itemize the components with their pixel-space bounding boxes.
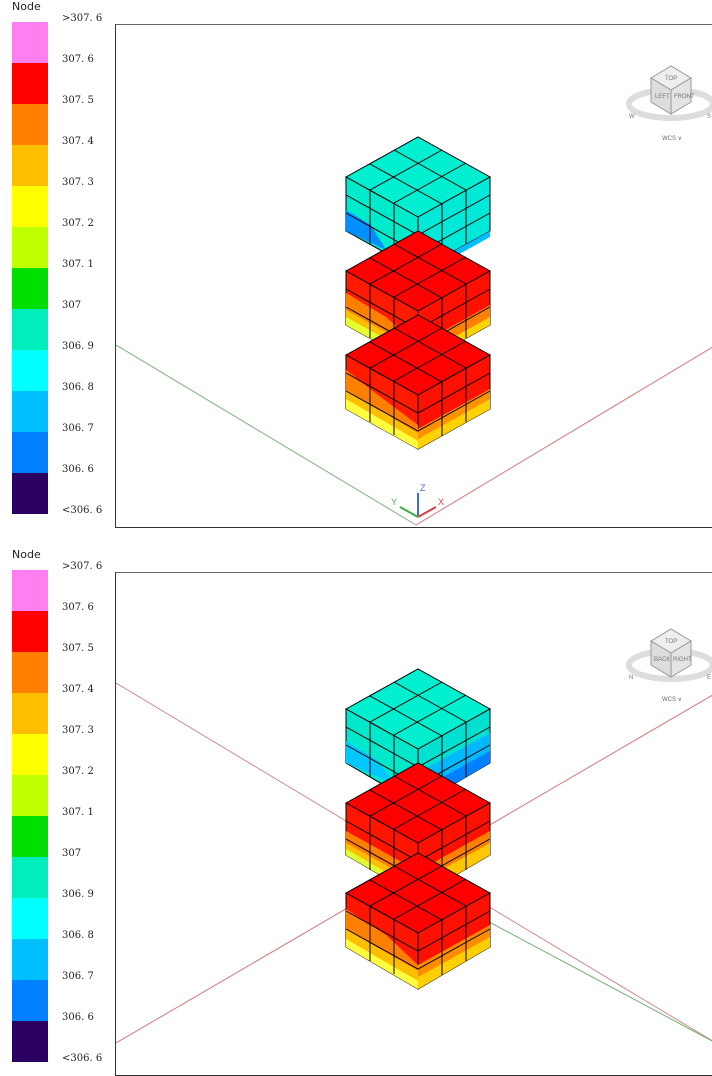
legend-tick-label: 307. 3	[62, 725, 94, 736]
wcs-menu: WCS ∨	[662, 136, 682, 142]
legend-tick-label: 306. 8	[62, 930, 94, 941]
legend-swatch	[12, 611, 48, 652]
legend-tick-label: 306. 9	[62, 341, 94, 352]
legend-tick-label: >307. 6	[62, 13, 103, 24]
3d-viewport[interactable]: TOP BACK RIGHT N E WCS ∨	[115, 572, 712, 1076]
bottom-block	[344, 314, 492, 450]
z-axis-label: Z	[420, 483, 426, 493]
legend-swatch	[12, 309, 48, 350]
3d-viewport[interactable]: Z X Y TOP LEFT FRONT W S WCS ∨	[115, 24, 712, 528]
legend-tick-label: >307. 6	[62, 561, 103, 572]
viewcube: TOP LEFT FRONT W S WCS ∨	[626, 65, 712, 142]
legend-tick-label: 307	[62, 848, 82, 859]
legend-tick-label: 307. 1	[62, 807, 94, 818]
model-render: TOP BACK RIGHT N E WCS ∨	[116, 628, 712, 1044]
legend-tick-label: 306. 6	[62, 1012, 94, 1023]
legend-swatch	[12, 734, 48, 775]
legend-swatch	[12, 350, 48, 391]
y-axis-label: Y	[391, 497, 397, 507]
legend-tick-label: 307. 4	[62, 136, 94, 147]
axis-triad: Z X Y	[391, 483, 444, 518]
legend-tick-label: 306. 6	[62, 464, 94, 475]
y-axis-line	[116, 344, 417, 526]
legend-swatch	[12, 816, 48, 857]
legend-swatch	[12, 227, 48, 268]
legend-tick-label: <306. 6	[62, 1053, 103, 1064]
legend-swatch	[12, 432, 48, 473]
viewcube-s: S	[707, 114, 711, 120]
viewcube-e: E	[707, 675, 711, 681]
viewcube-top: TOP	[665, 76, 677, 82]
legend-swatch	[12, 268, 48, 309]
legend-swatch	[12, 693, 48, 734]
legend-tick-label: 307. 5	[62, 95, 94, 106]
legend-tick-label: 307	[62, 300, 82, 311]
viewcube-top: TOP	[665, 639, 677, 645]
legend-swatch	[12, 775, 48, 816]
legend-swatch	[12, 570, 48, 611]
legend-swatch	[12, 1021, 48, 1062]
viewcube-front: FRONT	[674, 94, 695, 100]
legend-swatch	[12, 186, 48, 227]
wcs-menu: WCS ∨	[662, 697, 682, 703]
model-render: Z X Y TOP LEFT FRONT W S WCS ∨	[116, 65, 712, 526]
legend-swatch	[12, 104, 48, 145]
legend-title: Node	[12, 548, 41, 561]
legend-swatch	[12, 473, 48, 514]
contour-view-bottom: Node >307. 6 307. 6 307. 5 307. 4 307. 3 307.…	[0, 548, 712, 1076]
legend-swatch	[12, 22, 48, 63]
legend-swatch	[12, 939, 48, 980]
legend-title: Node	[12, 0, 41, 13]
viewcube-left: LEFT	[655, 94, 670, 100]
bottom-block	[344, 852, 492, 990]
legend-swatch	[12, 145, 48, 186]
contour-view-top: Node >307. 6 307. 6 307. 5 307. 4 307. 3 307.…	[0, 0, 712, 528]
x-axis-line	[415, 346, 712, 526]
legend-tick-label: 307. 3	[62, 177, 94, 188]
legend-color-bar	[12, 570, 48, 1062]
legend-tick-label: 307. 6	[62, 54, 94, 65]
legend-tick-label: 307. 2	[62, 218, 94, 229]
legend-tick-label: 307. 4	[62, 684, 94, 695]
legend-swatch	[12, 391, 48, 432]
legend-tick-label: <306. 6	[62, 505, 103, 516]
legend-swatch	[12, 63, 48, 104]
legend-tick-label: 306. 8	[62, 382, 94, 393]
viewcube-w: W	[629, 114, 635, 120]
legend-tick-label: 307. 6	[62, 602, 94, 613]
viewcube-n: N	[629, 675, 633, 681]
legend-tick-label: 306. 7	[62, 971, 94, 982]
legend-swatch	[12, 857, 48, 898]
legend-swatch	[12, 898, 48, 939]
legend-tick-label: 306. 9	[62, 889, 94, 900]
viewcube-back: BACK	[654, 657, 670, 663]
legend-tick-label: 306. 7	[62, 423, 94, 434]
legend-tick-label: 307. 2	[62, 766, 94, 777]
legend-swatch	[12, 652, 48, 693]
legend-tick-label: 307. 1	[62, 259, 94, 270]
viewcube: TOP BACK RIGHT N E WCS ∨	[626, 628, 712, 703]
legend-tick-label: 307. 5	[62, 643, 94, 654]
legend-swatch	[12, 980, 48, 1021]
legend-color-bar	[12, 22, 48, 514]
x-axis-label: X	[438, 497, 444, 507]
viewcube-right: RIGHT	[673, 657, 692, 663]
